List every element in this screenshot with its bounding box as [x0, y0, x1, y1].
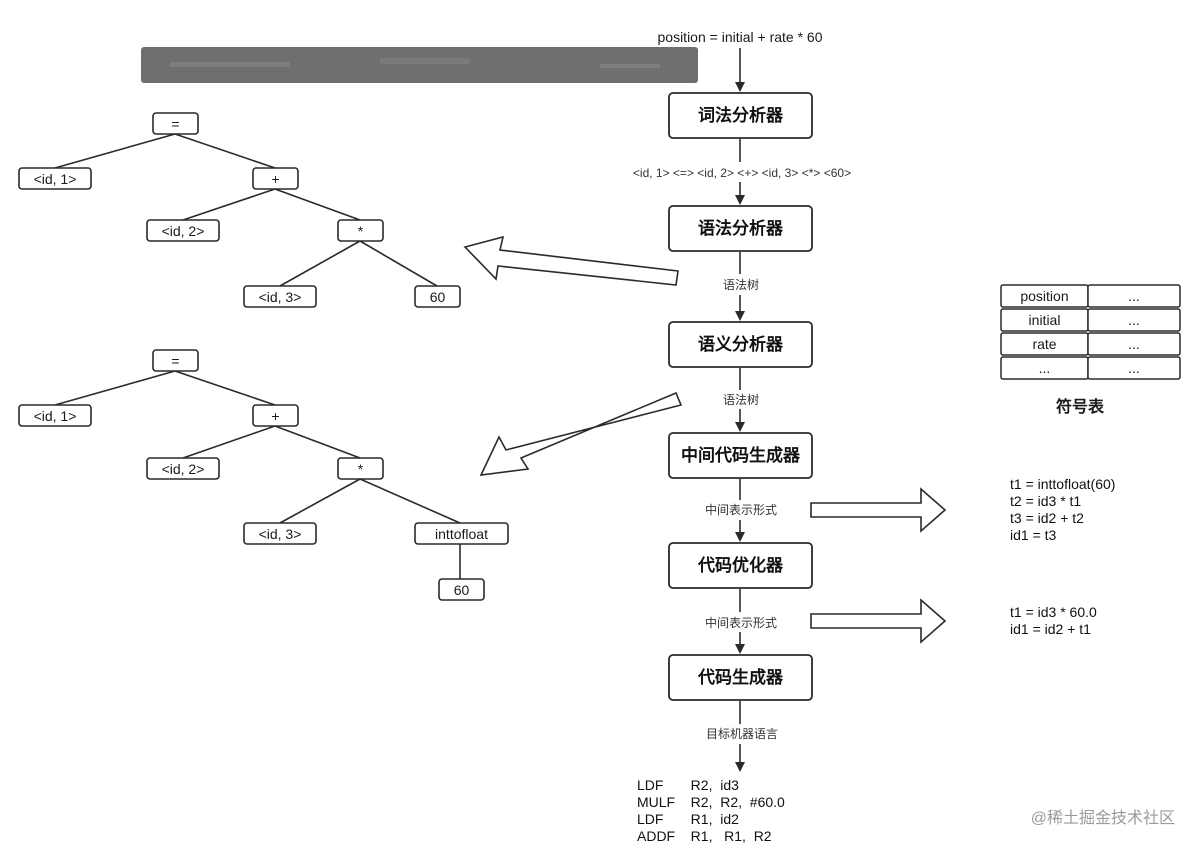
svg-text:*: * — [358, 223, 364, 239]
symbol-table-row: rate ... — [1000, 332, 1181, 356]
semantic-node-inttofloat: inttofloat — [414, 522, 509, 545]
redacted-banner-blur-mark — [170, 62, 290, 67]
svg-text:60: 60 — [430, 289, 446, 305]
syntax-node-assign: = — [152, 112, 199, 135]
target-code-line: LDF R2, id3 — [637, 777, 739, 793]
intermediate-code-line: t1 = inttofloat(60) — [1010, 476, 1115, 492]
watermark: @稀土掘金技术社区 — [1031, 809, 1175, 827]
hollow-arrow-to-semantic-tree — [479, 391, 683, 476]
redacted-banner-blur-mark — [380, 58, 470, 64]
svg-text:inttofloat: inttofloat — [435, 526, 488, 542]
semantic-tree-edges — [54, 370, 461, 579]
svg-text:<id, 1>: <id, 1> — [34, 408, 77, 424]
hollow-arrow-to-intermediate-code — [810, 487, 947, 533]
optimized-code-line: t1 = id3 * 60.0 — [1010, 604, 1097, 620]
svg-text:<id, 3>: <id, 3> — [259, 526, 302, 542]
stage-parser: 语法分析器 — [668, 205, 813, 252]
redacted-banner — [141, 47, 698, 83]
svg-text:...: ... — [1128, 312, 1140, 328]
svg-text:+: + — [271, 171, 279, 187]
hollow-arrow-to-optimized-code — [810, 598, 947, 644]
svg-text:代码优化器: 代码优化器 — [697, 555, 784, 575]
flow-label-tokens: <id, 1> <=> <id, 2> <+> <id, 3> <*> <60> — [633, 166, 851, 180]
svg-text:position: position — [1020, 288, 1068, 304]
symbol-table-row: position ... — [1000, 284, 1181, 308]
svg-text:<id, 1>: <id, 1> — [34, 171, 77, 187]
hollow-arrow-to-syntax-tree — [463, 235, 679, 286]
symbol-table-caption: 符号表 — [1056, 397, 1105, 416]
flow-label-syntax-tree-2: 语法树 — [723, 392, 759, 407]
stage-optimizer: 代码优化器 — [668, 542, 813, 589]
target-code-line: ADDF R1, R1, R2 — [637, 828, 772, 844]
stage-lexer: 词法分析器 — [668, 92, 813, 139]
stage-semantic-analyzer: 语义分析器 — [668, 321, 813, 368]
svg-text:initial: initial — [1029, 312, 1061, 328]
svg-text:...: ... — [1039, 360, 1051, 376]
semantic-node-id3: <id, 3> — [243, 522, 317, 545]
svg-text:...: ... — [1128, 360, 1140, 376]
svg-text:语义分析器: 语义分析器 — [698, 334, 784, 354]
stage-code-generator: 代码生成器 — [668, 654, 813, 701]
svg-text:<id, 2>: <id, 2> — [162, 223, 205, 239]
semantic-node-assign: = — [152, 349, 199, 372]
svg-text:+: + — [271, 408, 279, 424]
intermediate-code-block: t1 = inttofloat(60) t2 = id3 * t1 t3 = i… — [1010, 476, 1115, 543]
semantic-node-mult: * — [337, 457, 384, 480]
symbol-table: position ... initial ... rate ... ... ..… — [1000, 284, 1181, 416]
intermediate-code-line: id1 = t3 — [1010, 527, 1057, 543]
target-code-line: LDF R1, id2 — [637, 811, 739, 827]
syntax-node-id2: <id, 2> — [146, 219, 220, 242]
svg-text:*: * — [358, 461, 364, 477]
svg-text:<id, 3>: <id, 3> — [259, 289, 302, 305]
stage-ir-generator: 中间代码生成器 — [668, 432, 813, 479]
symbol-table-row: ... ... — [1000, 356, 1181, 380]
target-code-line: MULF R2, R2, #60.0 — [637, 794, 785, 810]
syntax-node-plus: + — [252, 167, 299, 190]
syntax-node-id1: <id, 1> — [18, 167, 92, 190]
svg-text:语法分析器: 语法分析器 — [698, 218, 784, 238]
svg-text:中间代码生成器: 中间代码生成器 — [681, 445, 801, 465]
redacted-banner-blur-mark — [600, 64, 660, 68]
optimized-code-line: id1 = id2 + t1 — [1010, 621, 1091, 637]
target-code-block: LDF R2, id3 MULF R2, R2, #60.0 LDF R1, i… — [637, 777, 785, 844]
syntax-node-60: 60 — [414, 285, 461, 308]
symbol-table-row: initial ... — [1000, 308, 1181, 332]
intermediate-code-line: t2 = id3 * t1 — [1010, 493, 1081, 509]
flow-label-ir: 中间表示形式 — [705, 502, 777, 517]
semantic-node-plus: + — [252, 404, 299, 427]
svg-text:rate: rate — [1032, 336, 1056, 352]
semantic-node-id2: <id, 2> — [146, 457, 220, 480]
svg-text:=: = — [171, 116, 179, 132]
svg-text:代码生成器: 代码生成器 — [697, 667, 784, 687]
syntax-tree-edges — [54, 133, 438, 287]
svg-text:...: ... — [1128, 336, 1140, 352]
source-statement: position = initial + rate * 60 — [658, 29, 823, 45]
syntax-node-mult: * — [337, 219, 384, 242]
intermediate-code-line: t3 = id2 + t2 — [1010, 510, 1084, 526]
flow-label-target: 目标机器语言 — [706, 727, 778, 741]
svg-text:<id, 2>: <id, 2> — [162, 461, 205, 477]
svg-text:词法分析器: 词法分析器 — [698, 105, 784, 125]
svg-text:60: 60 — [454, 582, 470, 598]
syntax-node-id3: <id, 3> — [243, 285, 317, 308]
optimized-code-block: t1 = id3 * 60.0 id1 = id2 + t1 — [1010, 604, 1097, 637]
semantic-node-id1: <id, 1> — [18, 404, 92, 427]
svg-text:=: = — [171, 353, 179, 369]
svg-text:...: ... — [1128, 288, 1140, 304]
flow-label-ir-2: 中间表示形式 — [705, 615, 777, 630]
semantic-node-60: 60 — [438, 578, 485, 601]
flow-label-syntax-tree: 语法树 — [723, 277, 759, 292]
